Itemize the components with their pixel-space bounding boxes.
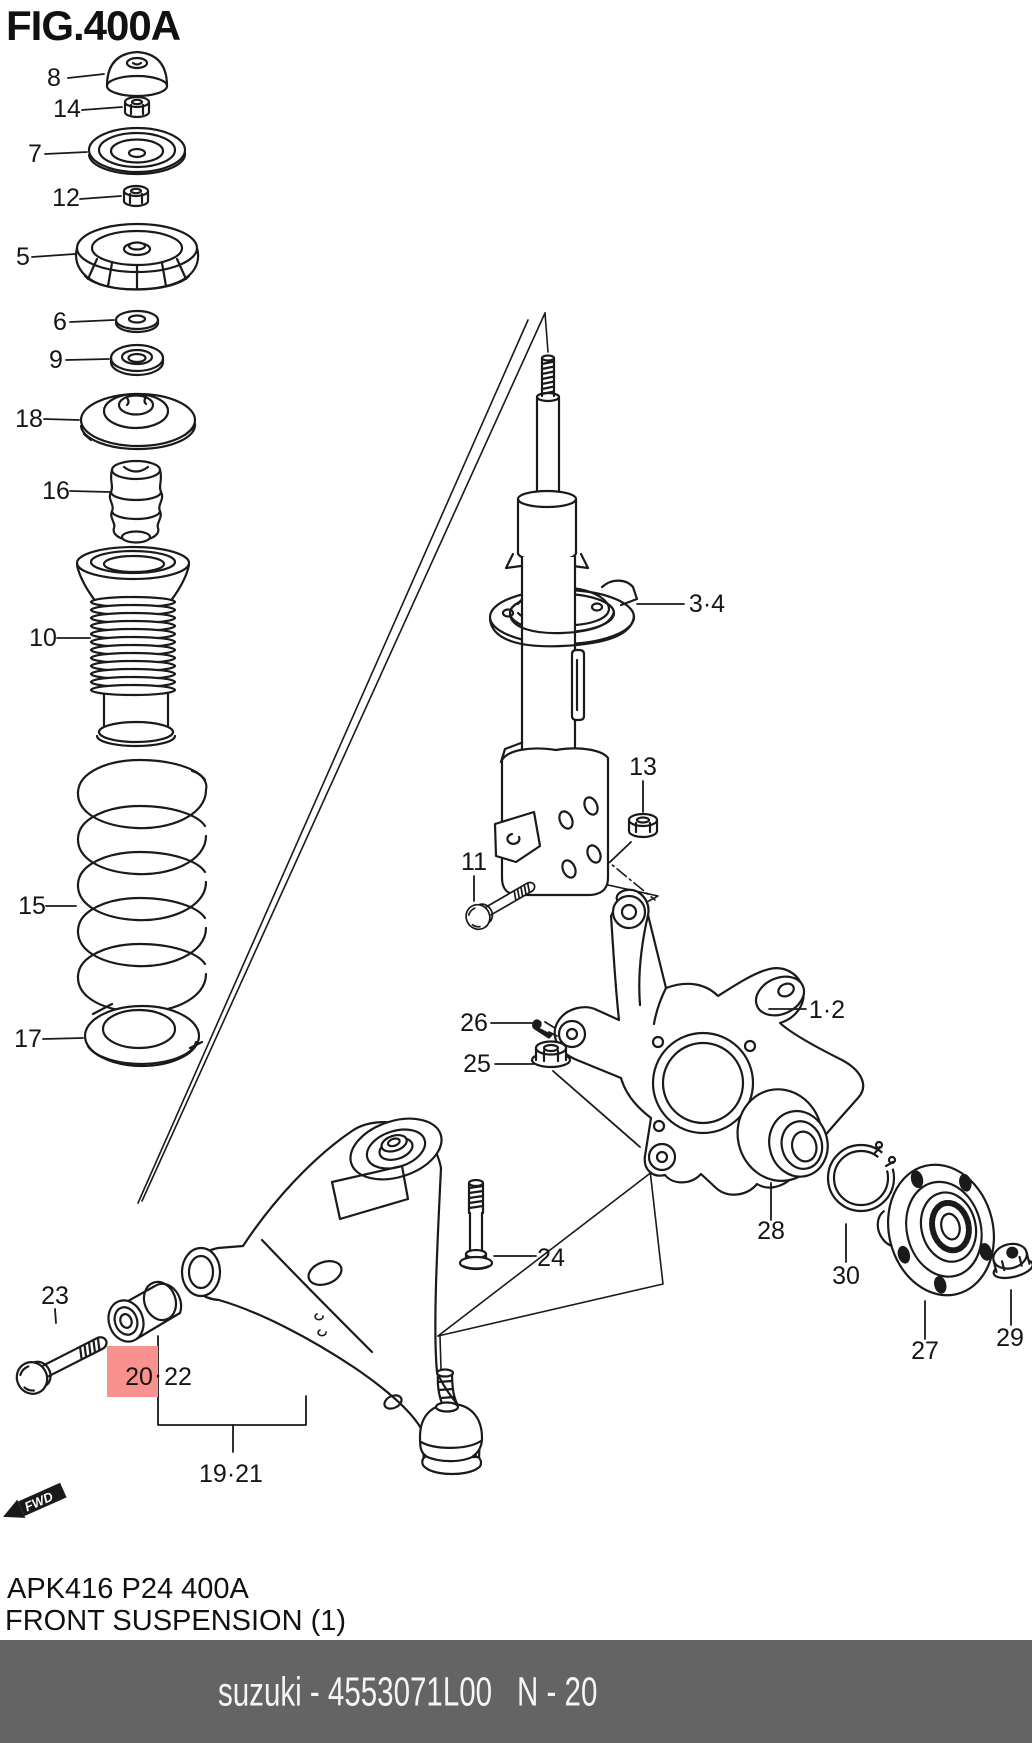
fwd-label: FWD bbox=[22, 1488, 56, 1514]
figure-code-caption: APK416 P24 400A bbox=[7, 1573, 249, 1605]
part-dust-cover-10-drawing bbox=[75, 545, 191, 748]
part-bolt-23-drawing bbox=[10, 1324, 115, 1401]
part-wheel-hub-27-drawing bbox=[876, 1163, 996, 1297]
callout-13[interactable]: 13 bbox=[629, 753, 657, 781]
footer-page-reference: N - 20 bbox=[517, 1668, 598, 1714]
callout-16[interactable]: 16 bbox=[42, 477, 70, 505]
part-bushing-20-22-drawing bbox=[107, 1280, 183, 1343]
part-coil-spring-15-drawing bbox=[76, 758, 208, 1014]
part-nut-12-drawing bbox=[122, 184, 150, 208]
part-washer-6-drawing bbox=[114, 309, 160, 334]
part-snap-ring-30-drawing bbox=[826, 1136, 911, 1213]
callout-25[interactable]: 25 bbox=[463, 1050, 491, 1078]
part-bump-stopper-16-drawing bbox=[108, 459, 164, 544]
callout-14[interactable]: 14 bbox=[53, 95, 81, 123]
part-strut-damper-3-4-drawing bbox=[488, 354, 639, 897]
callout-27[interactable]: 27 bbox=[911, 1337, 939, 1365]
part-strut-support-5-drawing bbox=[75, 222, 200, 291]
callout-18[interactable]: 18 bbox=[15, 405, 43, 433]
callout-29[interactable]: 29 bbox=[996, 1324, 1024, 1352]
part-spring-seat-17-drawing bbox=[83, 1002, 204, 1068]
part-bearing-7-drawing bbox=[87, 126, 187, 176]
callout-22[interactable]: 22 bbox=[164, 1363, 192, 1391]
part-pin-26-drawing bbox=[532, 1019, 558, 1039]
part-wheel-bearing-28-drawing bbox=[736, 1088, 829, 1182]
assembly-axis-lines bbox=[137, 312, 664, 1370]
callout-30[interactable]: 30 bbox=[832, 1262, 860, 1290]
callout-12[interactable]: 12 bbox=[52, 184, 80, 212]
part-nut-13-drawing bbox=[627, 812, 659, 839]
callout-28[interactable]: 28 bbox=[757, 1217, 785, 1245]
part-bolt-24-drawing bbox=[458, 1178, 494, 1271]
part-nut-14-drawing bbox=[123, 95, 151, 119]
callout-17[interactable]: 17 bbox=[14, 1025, 42, 1053]
callout-8[interactable]: 8 bbox=[47, 64, 61, 92]
figure-name-caption: FRONT SUSPENSION (1) bbox=[5, 1605, 347, 1637]
leader-lines bbox=[31, 73, 1012, 1340]
part-spring-seat-18-drawing bbox=[79, 392, 197, 451]
callout-9[interactable]: 9 bbox=[49, 346, 63, 374]
callout-11[interactable]: 11 bbox=[461, 848, 487, 876]
callout-separator-dot: · bbox=[154, 1361, 162, 1389]
footer-brand-part-number: suzuki - 4553071L00 bbox=[218, 1668, 493, 1714]
part-nut-25-drawing bbox=[530, 1040, 572, 1069]
callout-7[interactable]: 7 bbox=[28, 140, 42, 168]
callout-6[interactable]: 6 bbox=[53, 308, 67, 336]
callout-5[interactable]: 5 bbox=[16, 243, 30, 271]
callout-3-4[interactable]: 3·4 bbox=[689, 590, 725, 618]
highlight-box-part-20[interactable] bbox=[107, 1346, 158, 1397]
part-cap-8-drawing bbox=[105, 50, 169, 98]
callout-26[interactable]: 26 bbox=[460, 1009, 488, 1037]
part-nut-29-drawing bbox=[992, 1242, 1032, 1280]
callout-24[interactable]: 24 bbox=[537, 1244, 565, 1272]
callout-10[interactable]: 10 bbox=[29, 624, 57, 652]
callout-labels: 8 14 7 12 5 6 9 18 16 10 15 17 3·4 13 11… bbox=[14, 64, 1024, 1488]
footer-bar: suzuki - 4553071L00 N - 20 bbox=[0, 1640, 1032, 1743]
callout-20-highlighted[interactable]: 20 bbox=[125, 1363, 153, 1391]
callout-23[interactable]: 23 bbox=[41, 1282, 69, 1310]
figure-number-title: FIG.400A bbox=[6, 2, 181, 49]
part-seal-9-drawing bbox=[109, 343, 165, 377]
fwd-direction-marker: FWD bbox=[3, 1482, 67, 1518]
callout-15[interactable]: 15 bbox=[18, 892, 46, 920]
callout-19-21[interactable]: 19·21 bbox=[199, 1460, 263, 1488]
part-control-arm-19-21-drawing bbox=[180, 1117, 484, 1476]
group-bracket-19-21 bbox=[157, 1335, 307, 1453]
callout-1-2[interactable]: 1·2 bbox=[809, 996, 845, 1024]
